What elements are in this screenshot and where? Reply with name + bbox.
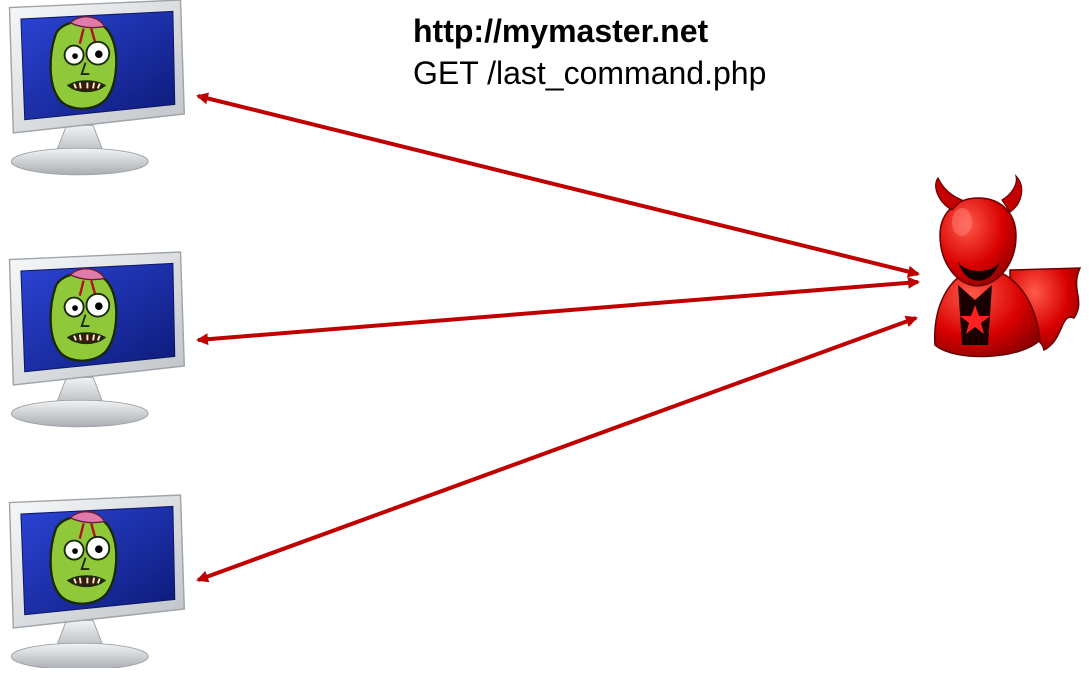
http-request: GET /last_command.php <box>413 55 767 91</box>
connection-arrow-1 <box>196 92 920 278</box>
zombie-computer-3 <box>8 493 186 671</box>
devil-icon <box>934 174 1082 358</box>
connection-arrow-2 <box>196 276 920 346</box>
connection-arrows <box>196 92 920 583</box>
master-url: http://mymaster.net <box>413 13 709 49</box>
request-caption: http://mymaster.net GET /last_command.ph… <box>413 10 766 94</box>
zombie-computer-1 <box>8 0 186 176</box>
connection-arrow-3 <box>196 315 918 583</box>
zombie-computer-2 <box>8 250 186 428</box>
